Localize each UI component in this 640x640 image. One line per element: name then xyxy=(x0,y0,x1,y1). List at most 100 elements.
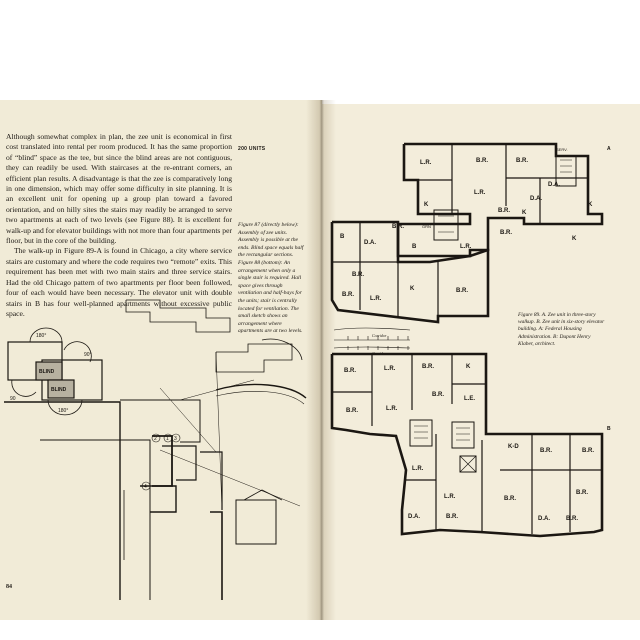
corridor-note-1: Corridor xyxy=(372,333,387,338)
room-a-16: B.R. xyxy=(500,230,512,236)
room-b-9: L.R. xyxy=(412,466,424,472)
plan-a-grn-label: GRN xyxy=(422,224,431,229)
running-header: 200 UNITS xyxy=(238,146,266,152)
room-a-20: L.R. xyxy=(474,190,486,196)
room-b-16: D.A. xyxy=(408,514,420,520)
curved-wall-sketch xyxy=(261,338,303,361)
room-a-10: B xyxy=(412,244,417,250)
room-a-22: B.R. xyxy=(352,272,364,278)
angle-label-bottom: 180° xyxy=(58,408,68,414)
plan-b-room-labels: B.R. L.R. B.R. K B.R. L.R. B.R. L.E. L.R… xyxy=(344,364,594,522)
room-a-14: L.R. xyxy=(370,296,382,302)
angle-arc-top xyxy=(29,327,63,343)
corridor-sketch xyxy=(333,327,411,350)
angle-label-mid: 90° xyxy=(84,352,92,358)
zee-assembly-diagram xyxy=(7,327,103,416)
room-b-15: B.R. xyxy=(576,490,588,496)
room-a-13: K xyxy=(410,286,415,292)
room-b-2: L.R. xyxy=(384,366,396,372)
floor-plan-b xyxy=(330,352,604,538)
plan-a-small-labels: SERV. GRN xyxy=(422,147,568,229)
body-text: Although somewhat complex in plan, the z… xyxy=(6,132,232,319)
corridor-ticks-1 xyxy=(347,336,409,340)
room-b-3: B.R. xyxy=(422,364,434,370)
room-b-11: K-D xyxy=(508,444,519,450)
zee-outline-lower xyxy=(215,343,293,373)
room-a-5: D.A. xyxy=(548,182,560,188)
plan-corridor-wall xyxy=(200,451,223,510)
sight-line-2 xyxy=(215,351,223,511)
zee-block-upper xyxy=(7,341,63,381)
stair-marker-3 xyxy=(171,433,181,443)
figure-mark-b: B xyxy=(607,426,611,432)
sight-line-3 xyxy=(159,449,301,507)
sight-line-1 xyxy=(159,387,217,453)
room-b-17: B.R. xyxy=(446,514,458,520)
room-a-8: B xyxy=(340,234,345,240)
plan-wall-top xyxy=(120,399,201,443)
stair-number-3: 3 xyxy=(174,436,177,442)
room-b-5: B.R. xyxy=(346,408,358,414)
angle-label-side: 90 xyxy=(10,396,16,402)
angle-arc-mid xyxy=(63,341,92,363)
room-b-14: B.R. xyxy=(504,496,516,502)
room-b-4: K xyxy=(466,364,471,370)
blind-label-lower: BLIND xyxy=(51,387,67,393)
corridor-line-3 xyxy=(333,346,411,349)
room-a-6: B.R. xyxy=(498,208,510,214)
room-b-10: B.R. xyxy=(582,448,594,454)
room-b-8: L.E. xyxy=(464,396,475,402)
plan-a-lower-outline xyxy=(330,220,490,324)
figure-mark-a: A xyxy=(607,146,611,152)
plan-wall-inner xyxy=(40,439,151,600)
stair-marker-4 xyxy=(141,481,151,491)
paragraph-zee-unit: Although somewhat complex in plan, the z… xyxy=(6,132,232,246)
room-b-6: L.R. xyxy=(386,406,398,412)
zee-outline-upper xyxy=(125,299,231,333)
angle-arc-side xyxy=(11,379,37,397)
right-page xyxy=(320,104,640,620)
room-a-3: B.R. xyxy=(516,158,528,164)
room-a-1: L.R. xyxy=(420,160,432,166)
plan-b-stair-2 xyxy=(451,421,475,449)
plan-roof-sketch xyxy=(243,489,283,501)
room-a-11: L.R. xyxy=(460,244,472,250)
plan-a-room-labels: L.R. B.R. B.R. K D.A. B.R. K B D.A. B L.… xyxy=(340,158,560,302)
plan-a-stair xyxy=(555,155,577,187)
stair-number-1: 1 xyxy=(166,436,169,442)
plan-stair-landing xyxy=(162,445,197,481)
plan-lower-stair xyxy=(140,485,177,513)
room-a-15: B.R. xyxy=(456,288,468,294)
room-a-17: K xyxy=(572,236,577,242)
plan-b-outline xyxy=(330,352,604,538)
angle-arc-bottom xyxy=(47,399,83,416)
plan-a-upper-outline xyxy=(396,142,604,264)
room-a-18: B.R. xyxy=(392,224,404,230)
floor-plan-a xyxy=(330,142,604,324)
room-a-7: K xyxy=(522,210,527,216)
stair-number-4: 4 xyxy=(144,484,147,490)
room-b-7: B.R. xyxy=(432,392,444,398)
plan-wall-left xyxy=(4,401,121,600)
plan-curved-wall-inner xyxy=(215,391,305,405)
room-a-9: D.A. xyxy=(364,240,376,246)
room-a-12: B.R. xyxy=(342,292,354,298)
stair-number-markers xyxy=(141,433,181,491)
stair-plan-figure-88 xyxy=(4,351,307,600)
page-number: 84 xyxy=(6,584,12,590)
room-a-21: D.A. xyxy=(530,196,542,202)
plan-curved-wall xyxy=(215,383,307,399)
plan-wall-right xyxy=(210,511,223,600)
blind-area-lower xyxy=(47,379,75,399)
plan-bottom-room xyxy=(235,499,277,545)
room-a-19: K xyxy=(588,202,593,208)
corridor-ticks-2 xyxy=(347,346,409,350)
plan-b-elevator xyxy=(459,455,477,473)
caption-figure-87-88: Figure 87 (directly below): Assembly of … xyxy=(238,222,304,335)
room-a-2: B.R. xyxy=(476,158,488,164)
room-b-12: B.R. xyxy=(540,448,552,454)
stair-marker-2 xyxy=(151,433,161,443)
